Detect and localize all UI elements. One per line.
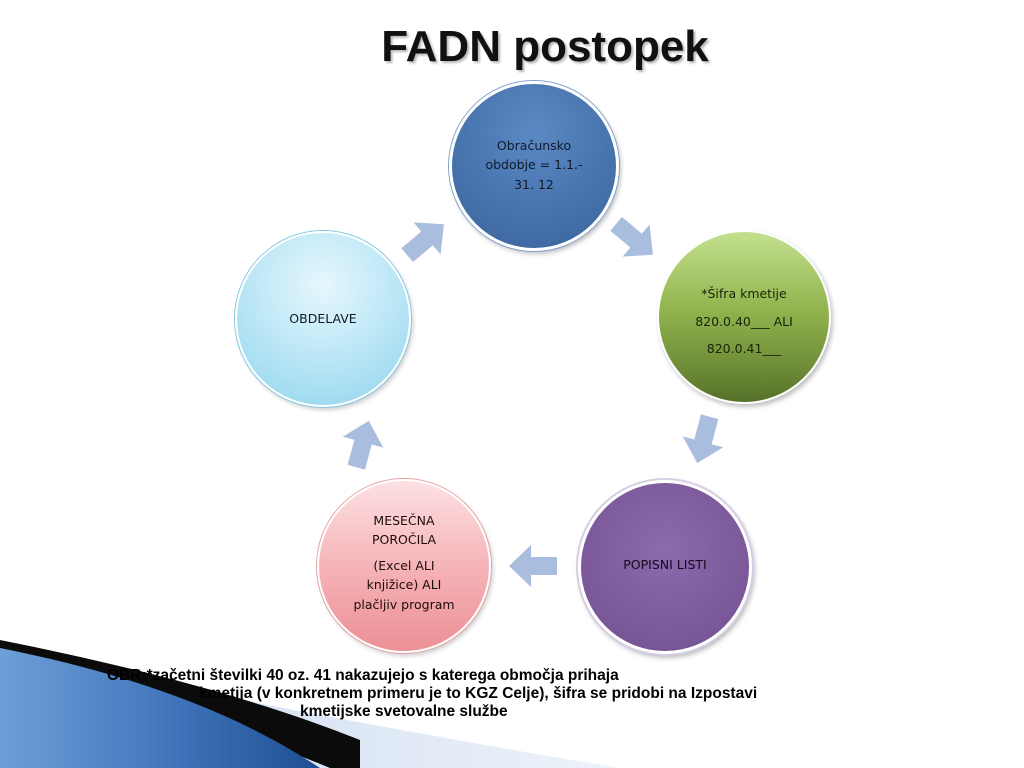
decoration-blue-band [0, 648, 320, 768]
node-text: Obračunsko [496, 138, 572, 153]
node-text: MESEČNA [373, 513, 435, 528]
node-text: obdobje = 1.1.- [485, 157, 583, 173]
arrow-mesecna-to-obdelave [342, 420, 384, 470]
node-popisni-listi: POPISNI LISTI [578, 480, 752, 654]
node-text: 820.0.40___ ALI [695, 313, 793, 329]
node-obracunsko-obdobje: Obračunsko obdobje = 1.1.- 31. 12 [449, 81, 619, 251]
node-text: *Šifra kmetije [701, 286, 787, 301]
node-obdelave: OBDELAVE [235, 231, 411, 407]
arrow-popisni-to-mesecna [509, 545, 557, 587]
node-text: POPISNI LISTI [623, 557, 707, 572]
node-text: 820.0.41___ [706, 341, 782, 356]
node-text: 31. 12 [514, 176, 554, 192]
footnote-line: kmetijske svetovalne službe [300, 703, 508, 720]
footnote-line: OBR:*začetni številki 40 oz. 41 nakazuje… [107, 667, 619, 684]
arrow-sifra-to-popisni [682, 414, 724, 464]
node-text: plačljiv program [353, 596, 455, 612]
node-text: knjižice) ALI [366, 577, 442, 593]
node-sifra-kmetije: *Šifra kmetije 820.0.40___ ALI 820.0.41_… [657, 230, 831, 404]
arrow-obracunsko-to-sifra [610, 216, 653, 257]
arrow-obdelave-to-obracunsko [401, 222, 444, 263]
node-text: POROČILA [371, 532, 437, 548]
footnote: OBR:*začetni številki 40 oz. 41 nakazuje… [107, 667, 887, 721]
footnote-line: kmetija (v konkretnem primeru je to KGZ … [199, 685, 758, 702]
page-title: FADN postopek [381, 22, 709, 71]
node-text: OBDELAVE [289, 311, 357, 326]
node-text: (Excel ALI [373, 557, 435, 573]
node-mesecna-porocila: MESEČNA POROČILA (Excel ALI knjižice) AL… [317, 479, 491, 653]
